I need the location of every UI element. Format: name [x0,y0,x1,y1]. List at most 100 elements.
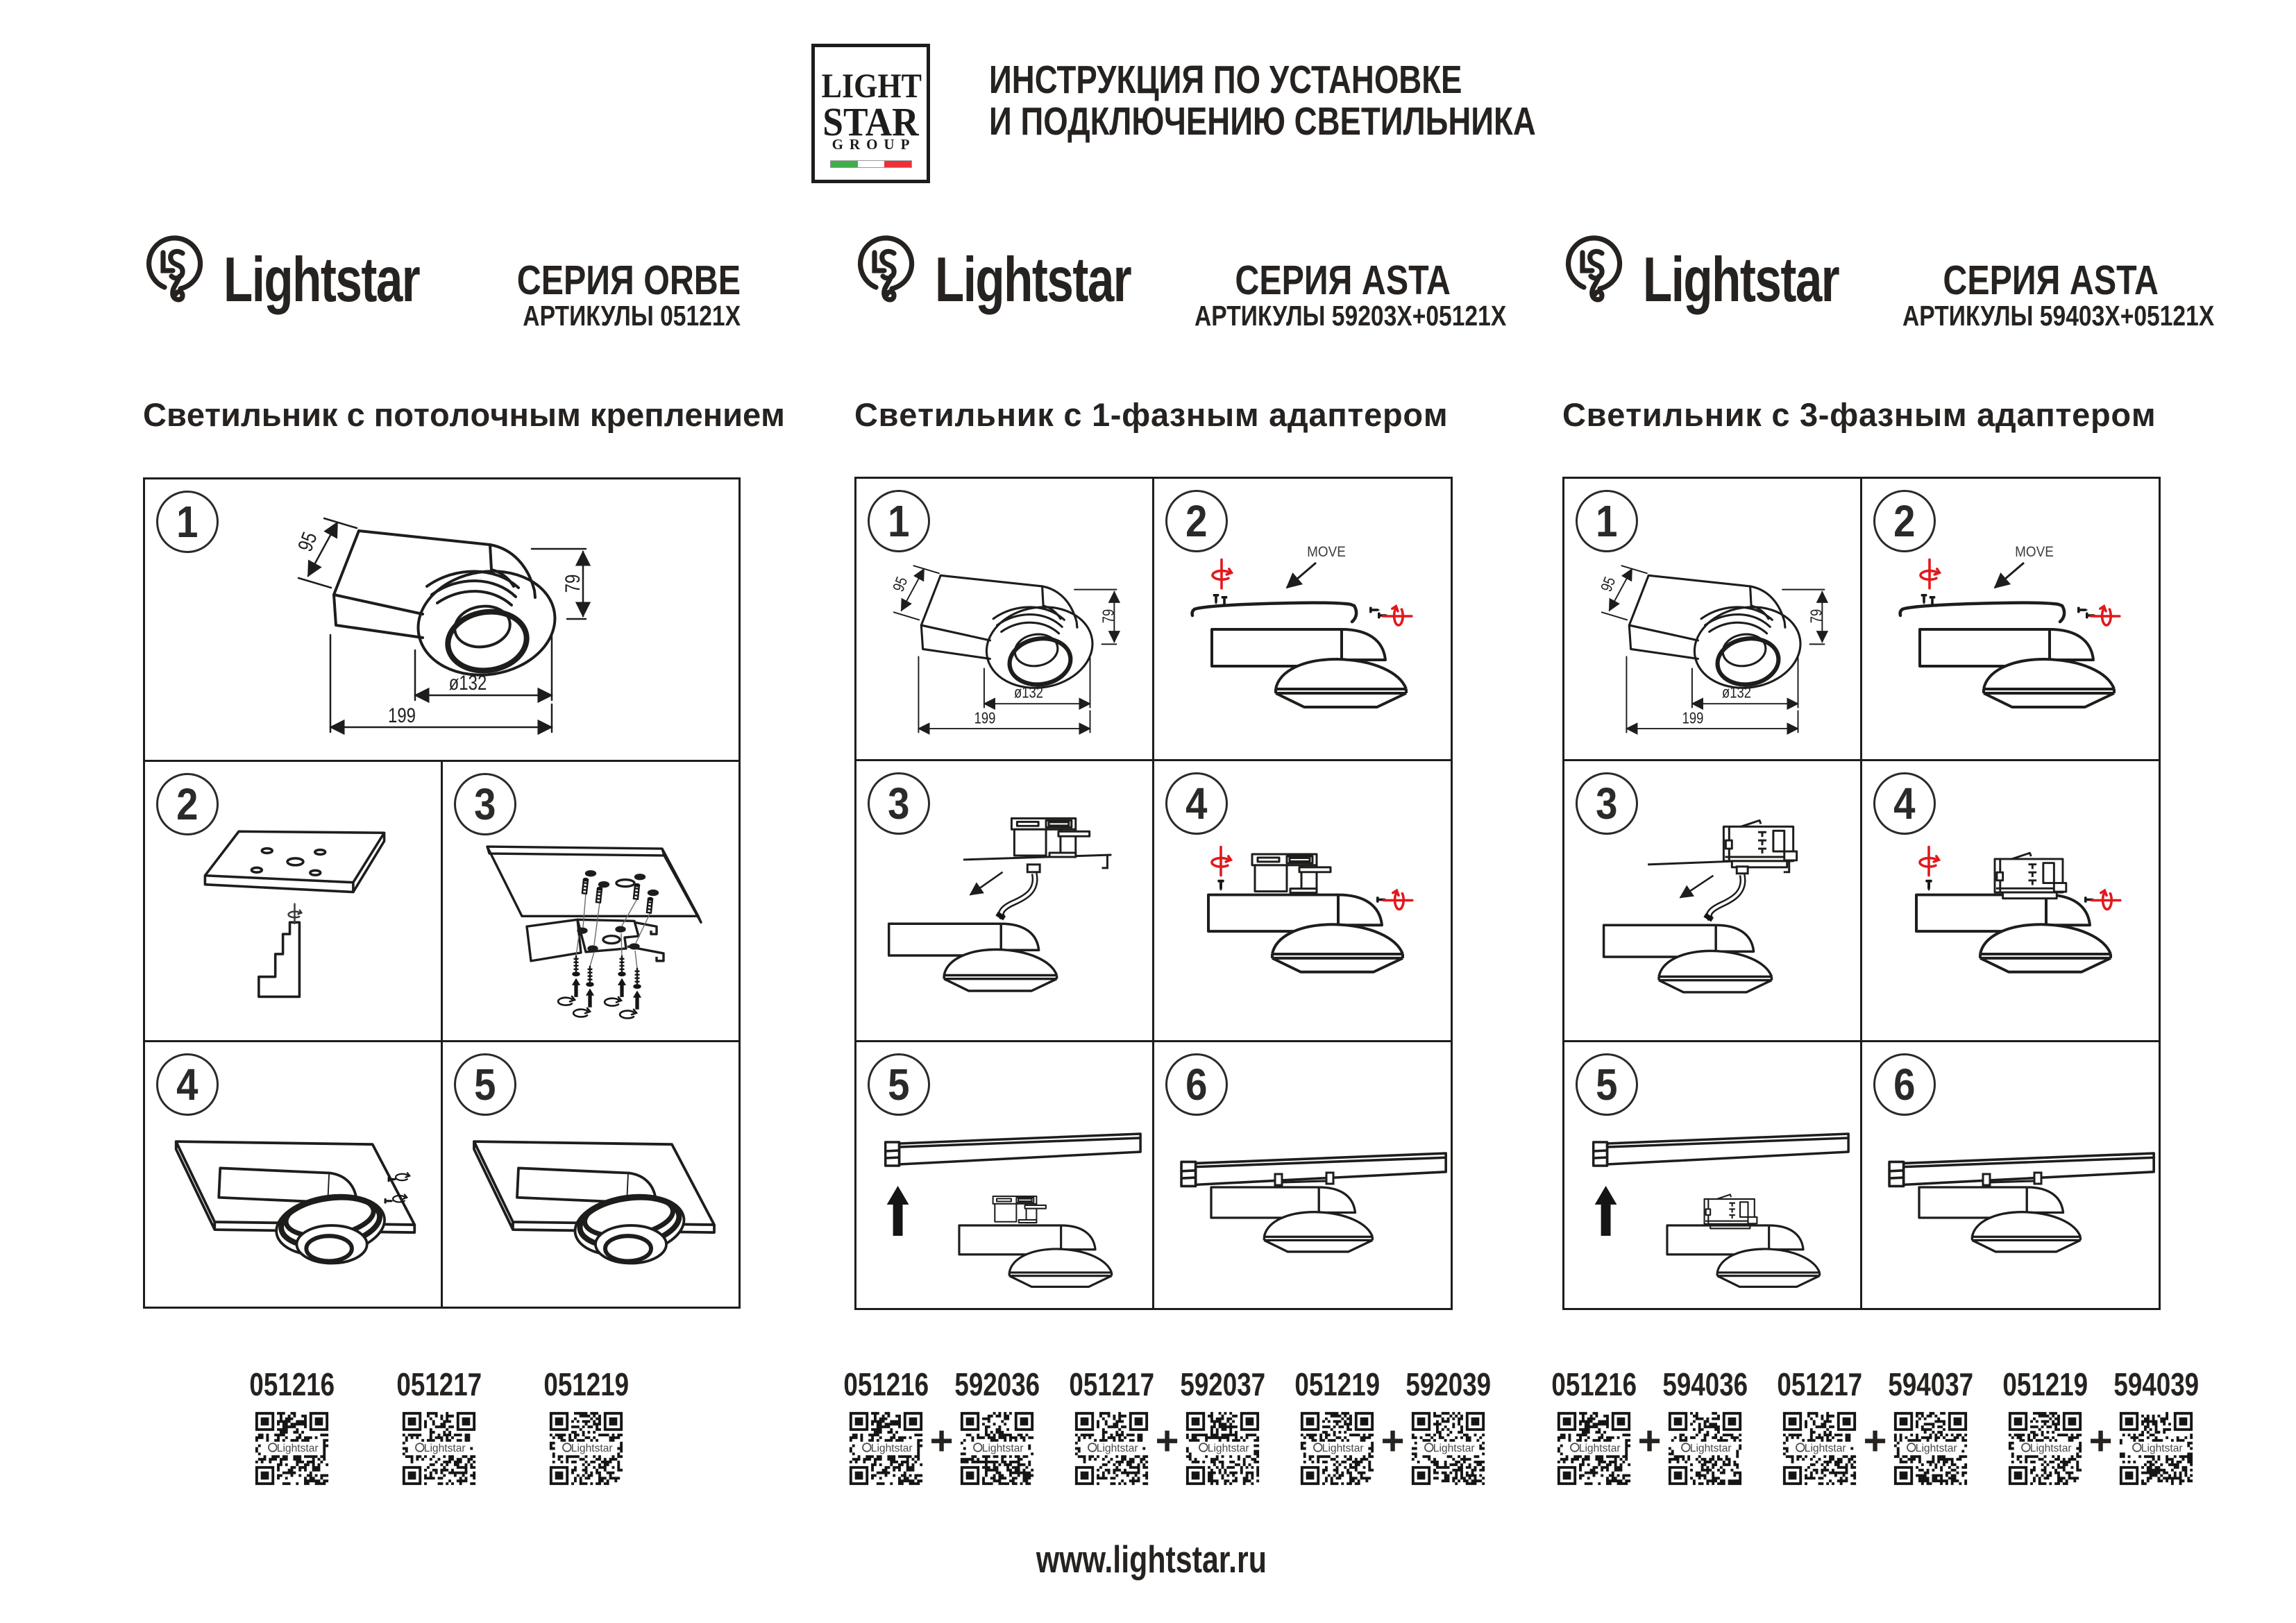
website-url: www.lightstar.ru [854,1537,1448,1581]
qr-code: Lightstar [1072,1409,1151,1488]
step-number: 6 [1893,1060,1916,1110]
dim-value: 199 [974,708,996,727]
product-code: 592039 Lightstar [1406,1368,1491,1488]
product-codes-col3: 051216 Lightstar + 594036 Lightstar 0512… [1551,1366,2199,1488]
svg-text:Lightstar: Lightstar [1690,1443,1732,1454]
step-number-badge: 2 [156,773,219,835]
dim-value: ø132 [448,672,487,695]
step-panel-2-1: 1 95 79 ø132 199 [856,479,1154,761]
flag-red [884,161,912,167]
qr-code: Lightstar [847,1409,925,1488]
logo-word-star: STAR [822,99,919,144]
code-number: 051216 [843,1366,929,1402]
plus-sign: + [1637,1418,1662,1463]
code-number: 051217 [1777,1366,1862,1402]
product-code: 051216 Lightstar [249,1368,335,1488]
step-number-badge: 4 [156,1053,219,1116]
svg-text:Lightstar: Lightstar [1916,1443,1957,1454]
move-label: MOVE [2015,544,2054,560]
product-code: 051217 Lightstar [396,1368,482,1488]
code-number: 592037 [1180,1366,1265,1402]
brand-wordmark: Lightstar [1643,245,1840,315]
step-panel-3-2: 2 MOVE [1862,479,2159,761]
step-number: 5 [888,1060,910,1110]
step-panel-2-6: 6 [1154,1042,1451,1308]
dim-d132: ø132 [444,672,491,695]
document-title: ИНСТРУКЦИЯ ПО УСТАНОВКЕ И ПОДКЛЮЧЕНИЮ СВ… [989,58,1536,142]
qr-code: Lightstar [1183,1409,1262,1488]
step-number: 2 [1185,496,1208,546]
step-number-badge: 1 [1576,490,1638,552]
lightstar-group-logo: LIGHT STAR GROUP [811,44,930,183]
step-panel-1-5: 5 [443,1042,738,1307]
step-number-badge: 2 [1873,490,1936,552]
step-number-badge: 5 [1576,1053,1638,1116]
qr-code: Lightstar [958,1409,1036,1488]
product-code: 051217 Lightstar [1069,1368,1154,1488]
qr-code: Lightstar [1666,1409,1744,1488]
dim-value: ø132 [1722,683,1751,702]
step-number: 1 [888,496,910,546]
dim-199: 199 [1680,709,1706,728]
product-code: 051216 Lightstar [1551,1368,1637,1488]
qr-code: Lightstar [1298,1409,1376,1488]
step-panel-1-2: 2 [145,762,443,1042]
lightstar-bulb-icon [146,235,203,303]
website-url-text: www.lightstar.ru [1036,1538,1267,1581]
svg-text:Lightstar: Lightstar [2030,1443,2072,1454]
step-number: 2 [176,779,199,829]
steps-grid-col3: 1 95 79 ø132 199 2 MOVE 3 [1562,477,2161,1310]
dim-value: 79 [562,574,584,593]
step-number-badge: 5 [454,1053,516,1116]
product-code: 594036 Lightstar [1662,1368,1748,1488]
step-panel-3-1: 1 95 79 ø132 199 [1564,479,1862,761]
product-code: 051219 Lightstar [543,1368,629,1488]
step-number-badge: 4 [1165,772,1228,835]
dim-79: 79 [562,572,585,595]
dim-value: 199 [387,704,416,727]
qr-code: Lightstar [1555,1409,1633,1488]
step-number-badge: 2 [1165,490,1228,552]
step-number: 5 [1596,1060,1618,1110]
svg-text:Lightstar: Lightstar [1097,1443,1138,1454]
step-number-badge: 5 [868,1053,930,1116]
series-title-col3: СЕРИЯ ASTA [1943,257,2159,303]
plus-sign: + [2088,1418,2113,1463]
step-number-badge: 3 [868,772,930,835]
product-code: 051216 Lightstar [843,1368,929,1488]
qr-code: Lightstar [1891,1409,1970,1488]
step-number-badge: 3 [454,773,516,835]
step-number: 2 [1893,496,1916,546]
svg-text:Lightstar: Lightstar [424,1443,466,1454]
step-panel-3-3: 3 [1564,761,1862,1042]
dim-199: 199 [385,704,419,728]
dim-value: 79 [1099,609,1117,624]
product-code: 051219 Lightstar [2002,1368,2088,1488]
articles-col3: АРТИКУЛЫ 59403X+05121X [1902,300,2215,332]
plate-screws-exploded-drawing [486,845,702,1019]
code-number: 051216 [249,1366,335,1402]
step-number: 5 [474,1060,496,1110]
code-number: 594036 [1662,1366,1748,1402]
qr-code: Lightstar [2117,1409,2195,1488]
qr-code: Lightstar [253,1409,331,1488]
logo-word-light: LIGHT [821,66,922,105]
mounting-plate-drawing [203,830,386,999]
product-codes-col2: 051216 Lightstar + 592036 Lightstar 0512… [843,1366,1491,1488]
steps-grid-col2: 1 95 79 ø132 199 2 MOVE 3 [854,477,1453,1310]
step-number: 4 [1185,779,1208,829]
lightstar-bulb-icon [857,235,915,303]
title-line-1: ИНСТРУКЦИЯ ПО УСТАНОВКЕ [989,58,1462,102]
step-panel-2-5: 5 [856,1042,1154,1308]
step-number-badge: 6 [1165,1053,1228,1116]
adapter-1ph-wiring-drawing [887,817,1112,992]
step-panel-2-4: 4 [1154,761,1451,1042]
qr-code: Lightstar [1409,1409,1487,1488]
step-panel-3-6: 6 [1862,1042,2159,1308]
adapter-3ph-wiring-drawing [1602,819,1798,994]
code-number: 051216 [1551,1366,1637,1402]
step-panel-2-2: 2 MOVE [1154,479,1451,761]
dim-value: 79 [1807,609,1825,624]
step-panel-1-3: 3 [443,762,738,1042]
